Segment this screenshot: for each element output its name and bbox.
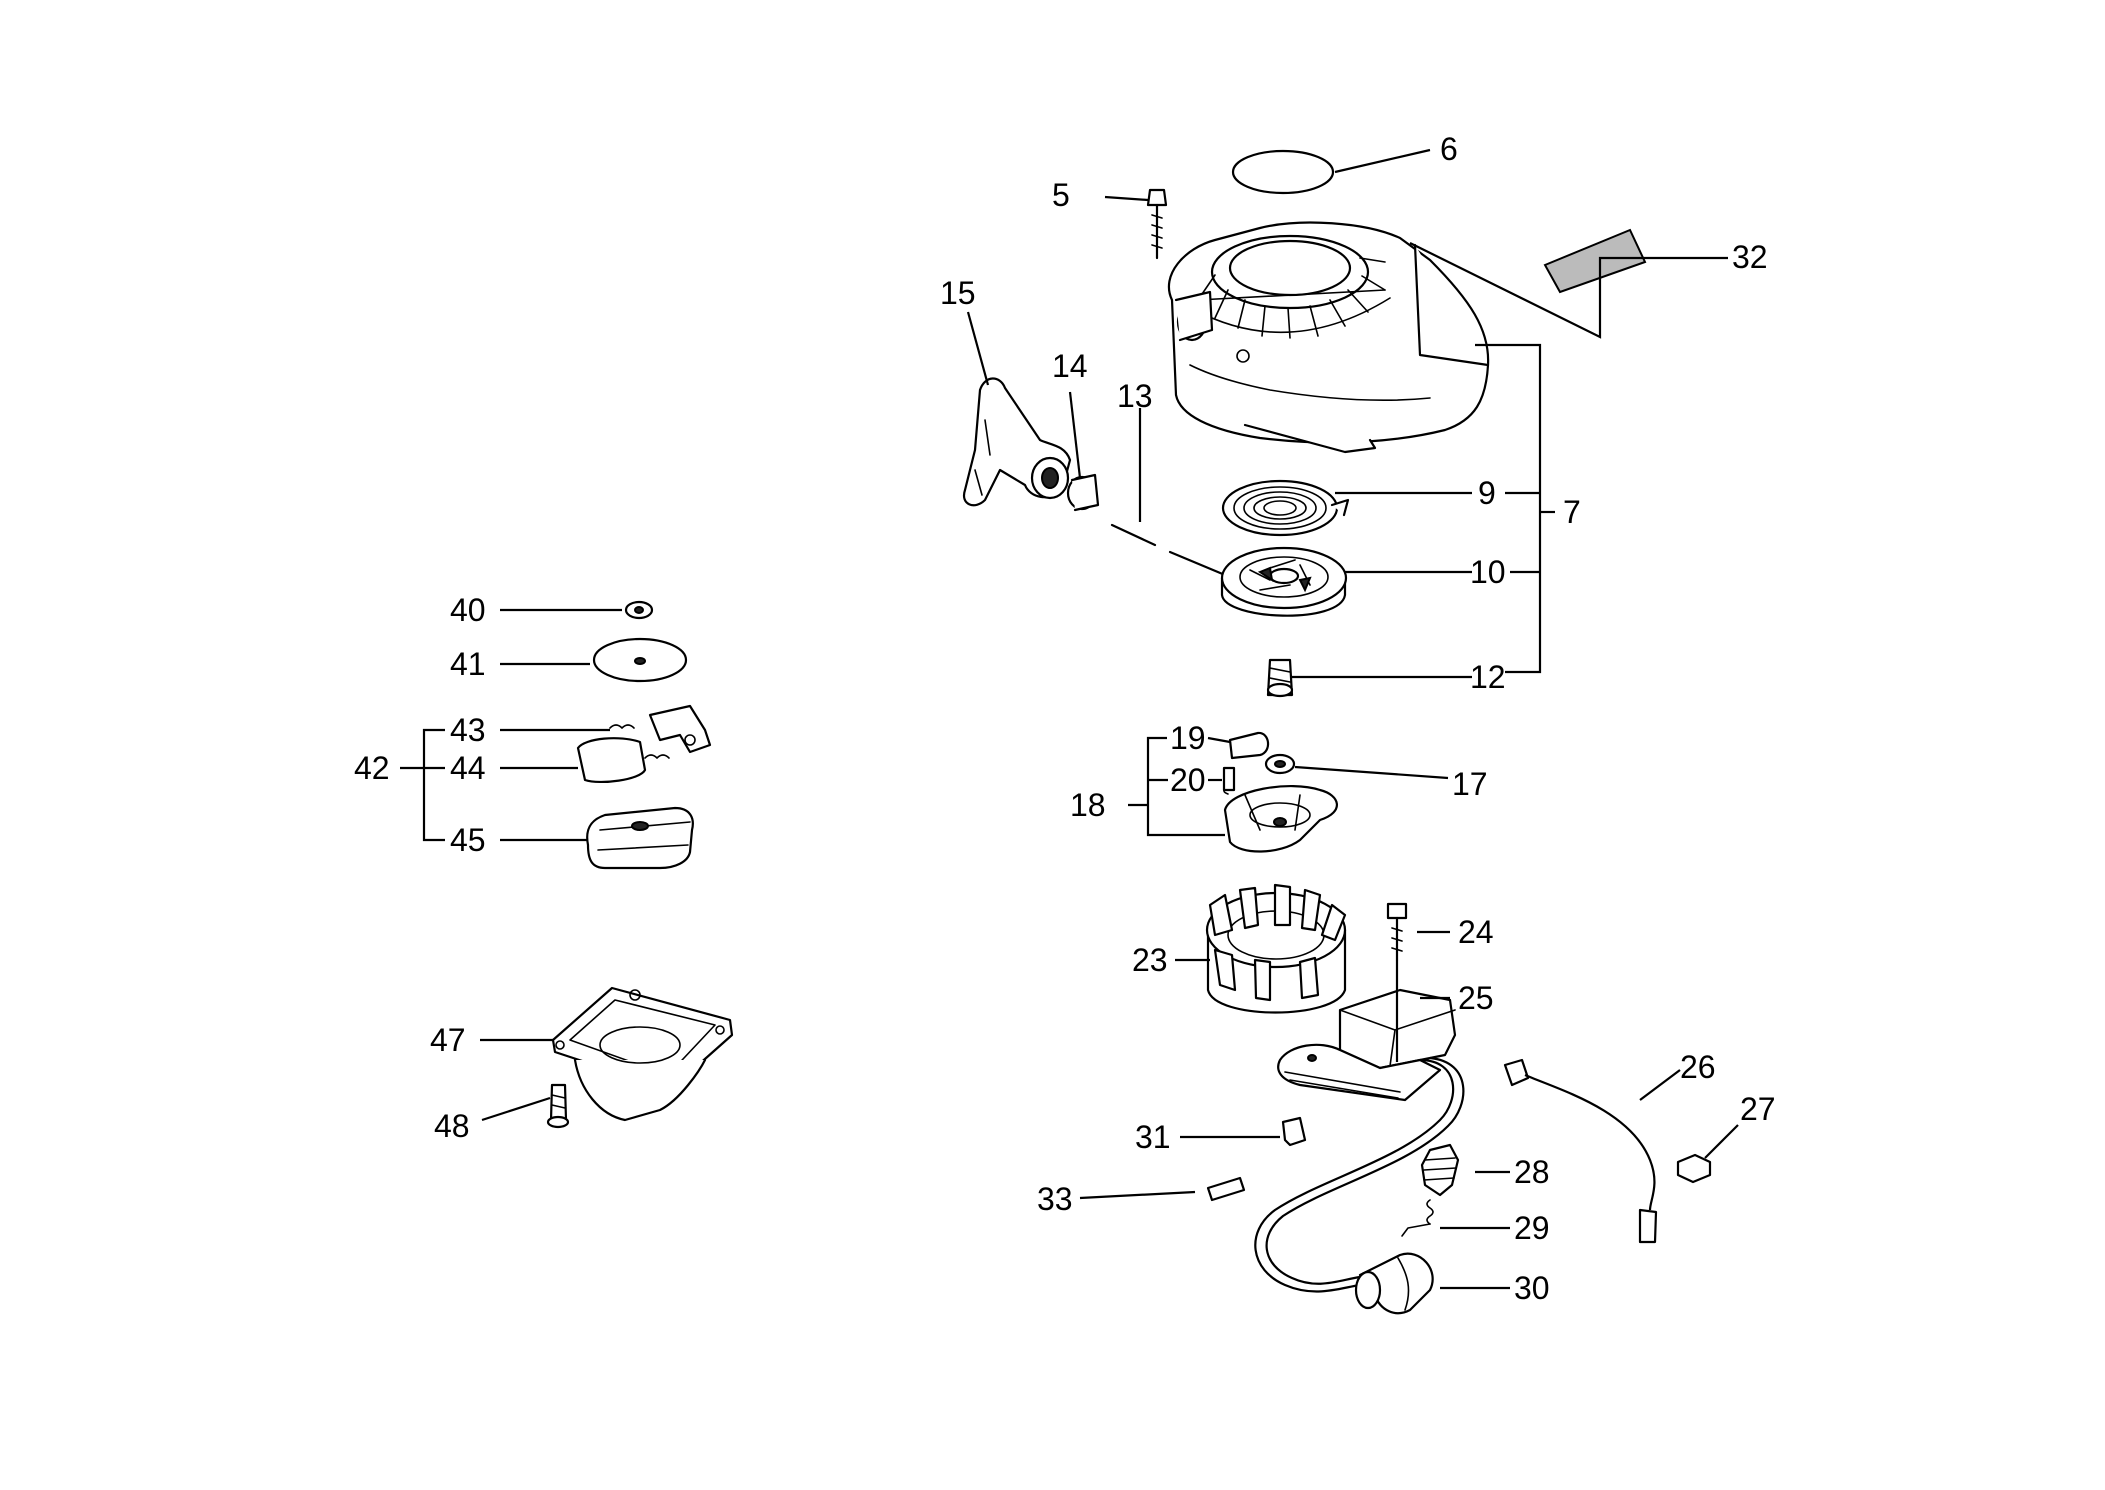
callout-33: 33 (1037, 1181, 1073, 1217)
part-24-bolt (1386, 902, 1408, 962)
part-32-label (1543, 228, 1647, 294)
callout-41: 41 (450, 646, 486, 682)
callout-9: 9 (1478, 475, 1496, 511)
callout-27: 27 (1740, 1091, 1776, 1127)
callout-48: 48 (434, 1108, 470, 1144)
callout-17: 17 (1452, 766, 1488, 802)
part-27-nut (1676, 1153, 1712, 1184)
part-30-spark-plug-cap (1354, 1252, 1434, 1315)
callout-18: 18 (1070, 787, 1106, 823)
part-41-disc (592, 637, 688, 683)
part-48-screw (546, 1083, 570, 1129)
part-29-spring (1401, 1199, 1434, 1237)
part-19-pawl (1228, 731, 1270, 760)
leader-lines (400, 148, 1739, 1290)
part-9-spring (1221, 479, 1350, 537)
part-43-44-choke-parts (576, 704, 712, 784)
callout-45: 45 (450, 822, 486, 858)
part-15-starter-handle (962, 377, 1072, 507)
callout-32: 32 (1732, 239, 1768, 275)
rope-segment (1168, 550, 1227, 577)
part-10-reel (1220, 546, 1348, 617)
callout-42: 42 (354, 750, 390, 786)
part-20-spring (1222, 766, 1236, 795)
callout-40: 40 (450, 592, 486, 628)
callout-5: 5 (1052, 177, 1070, 213)
part-17-washer (1264, 753, 1296, 775)
part-28-connector (1420, 1143, 1460, 1197)
part-5-bolt (1146, 188, 1168, 260)
callout-19: 19 (1170, 720, 1206, 756)
callout-7: 7 (1563, 494, 1581, 530)
callout-14: 14 (1052, 348, 1088, 384)
callout-30: 30 (1514, 1270, 1550, 1306)
callout-24: 24 (1458, 914, 1494, 950)
part-6-disc (1231, 149, 1335, 195)
part-31-clip (1281, 1116, 1307, 1147)
callout-10: 10 (1470, 554, 1506, 590)
part-14-bushing (1066, 473, 1100, 512)
callout-20: 20 (1170, 762, 1206, 798)
part-18-pawl-plate (1223, 784, 1338, 853)
callout-labels: 6 5 32 15 14 13 9 7 10 12 19 17 20 18 24… (354, 131, 1776, 1306)
callout-29: 29 (1514, 1210, 1550, 1246)
part-47-filter-case (551, 986, 734, 1122)
callout-28: 28 (1514, 1154, 1550, 1190)
part-23-flywheel (1205, 883, 1347, 1014)
callout-47: 47 (430, 1022, 466, 1058)
part-26-wire (1503, 1058, 1658, 1244)
callout-43: 43 (450, 712, 486, 748)
callout-6: 6 (1440, 131, 1458, 167)
callout-15: 15 (940, 275, 976, 311)
callout-44: 44 (450, 750, 486, 786)
callout-13: 13 (1117, 378, 1153, 414)
recoil-starter-housing (1167, 221, 1490, 454)
callout-26: 26 (1680, 1049, 1716, 1085)
part-13-pin (1110, 523, 1157, 547)
callout-12: 12 (1470, 659, 1506, 695)
callout-23: 23 (1132, 942, 1168, 978)
part-40-washer (624, 600, 654, 620)
part-12-screw (1266, 658, 1294, 698)
part-45-filter-element (586, 806, 694, 870)
callout-31: 31 (1135, 1119, 1171, 1155)
part-33-pin (1206, 1176, 1246, 1202)
callout-25: 25 (1458, 980, 1494, 1016)
